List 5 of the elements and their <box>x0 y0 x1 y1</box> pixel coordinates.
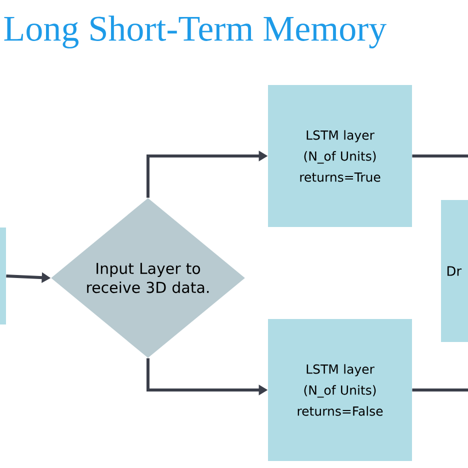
process-box: LSTM layer (N_of Units) returns=False <box>268 319 412 461</box>
process-box: LSTM layer (N_of Units) returns=True <box>268 85 412 227</box>
process-box: Dr <box>441 200 468 342</box>
title: Long Short-Term Memory <box>4 16 386 48</box>
process-box <box>0 228 6 324</box>
